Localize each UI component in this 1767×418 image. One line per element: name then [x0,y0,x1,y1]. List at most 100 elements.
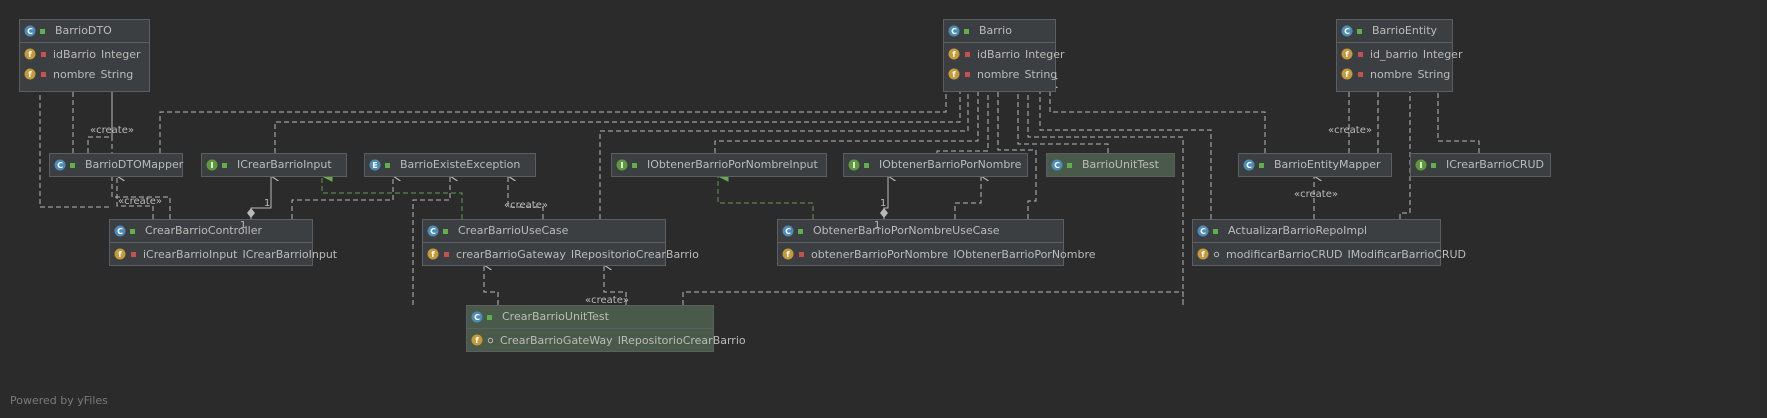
public-visibility-icon [632,163,637,168]
class-icon: C [114,225,126,237]
field-name: CrearBarrioGateWay [500,334,613,347]
dependency-edge [274,83,960,153]
private-lock-icon [965,52,970,57]
field-icon: f [24,68,36,80]
dependency-edge [291,176,393,219]
node-frame [1238,153,1392,177]
node-field[interactable]: f crearBarrioGateway IRepositorioCrearBarr… [427,248,700,261]
node-title: ActualizarBarrioRepoImpl [1228,224,1367,237]
dependency-edge [507,176,544,219]
svg-text:C: C [1054,161,1060,170]
field-type: IRepositorioCrearBarrio [571,248,699,261]
public-visibility-icon [385,163,390,168]
uml-node-BarrioUnitTest[interactable]: C BarrioUnitTest [1046,153,1175,177]
create-label: «create» [1328,125,1372,136]
field-icon: f [114,248,126,260]
dependency-edge [1049,83,1266,153]
node-title: CrearBarrioUseCase [458,224,569,237]
svg-text:f: f [952,70,956,79]
svg-text:I: I [211,161,214,170]
multiplicity-label: 1 [880,198,886,209]
public-visibility-icon [70,163,75,168]
dependency-edge [87,83,113,153]
field-icon: f [1197,248,1209,260]
svg-text:f: f [1345,70,1349,79]
svg-text:C: C [1246,161,1252,170]
field-icon: f [1341,68,1353,80]
multiplicity-label: 1 [874,220,880,231]
svg-text:f: f [952,50,956,59]
svg-text:f: f [431,250,435,259]
create-label: «create» [90,125,134,136]
private-lock-icon [131,252,136,257]
svg-text:I: I [853,161,856,170]
svg-text:f: f [1201,250,1205,259]
node-frame [1410,153,1551,177]
svg-text:f: f [28,50,32,59]
dependency-edge [1399,83,1410,219]
node-title: BarrioUnitTest [1082,158,1160,171]
package-visibility-icon [487,337,494,344]
svg-text:C: C [785,227,791,236]
private-lock-icon [444,252,449,257]
dependency-edge [159,83,946,153]
class-icon: C [471,311,483,323]
public-visibility-icon [1431,163,1436,168]
field-name: crearBarrioGateway [456,248,566,261]
public-visibility-icon [864,163,869,168]
svg-text:C: C [430,227,436,236]
svg-text:C: C [951,27,957,36]
node-frame [1046,153,1175,177]
dependency-edge [599,83,968,219]
class-icon: C [1051,159,1063,171]
field-name: modificarBarrioCRUD [1226,248,1343,261]
node-title: CrearBarrioUnitTest [502,310,610,323]
uml-node-CrearBarrioUseCase[interactable]: C CrearBarrioUseCase f crearBarrioGateway IR… [422,219,700,266]
node-title: Barrio [979,24,1012,37]
public-visibility-icon [487,315,492,320]
interface-icon: I [848,159,860,171]
svg-text:I: I [621,161,624,170]
field-type: String [1417,68,1450,81]
field-name: iCrearBarrioInput [143,248,238,261]
field-icon: f [948,48,960,60]
field-type: String [1024,68,1057,81]
node-frame [364,153,536,177]
interface-icon: I [616,159,628,171]
field-name: idBarrio [53,48,96,61]
node-frame [1336,19,1453,92]
create-label: «create» [118,196,162,207]
dependency-edge [483,265,499,305]
class-icon: C [782,225,794,237]
edge-layer [39,83,1480,305]
svg-text:f: f [1345,50,1349,59]
dependency-edge [1027,83,1184,305]
field-type: IRepositorioCrearBarrio [618,334,746,347]
dependency-edge [954,176,981,219]
